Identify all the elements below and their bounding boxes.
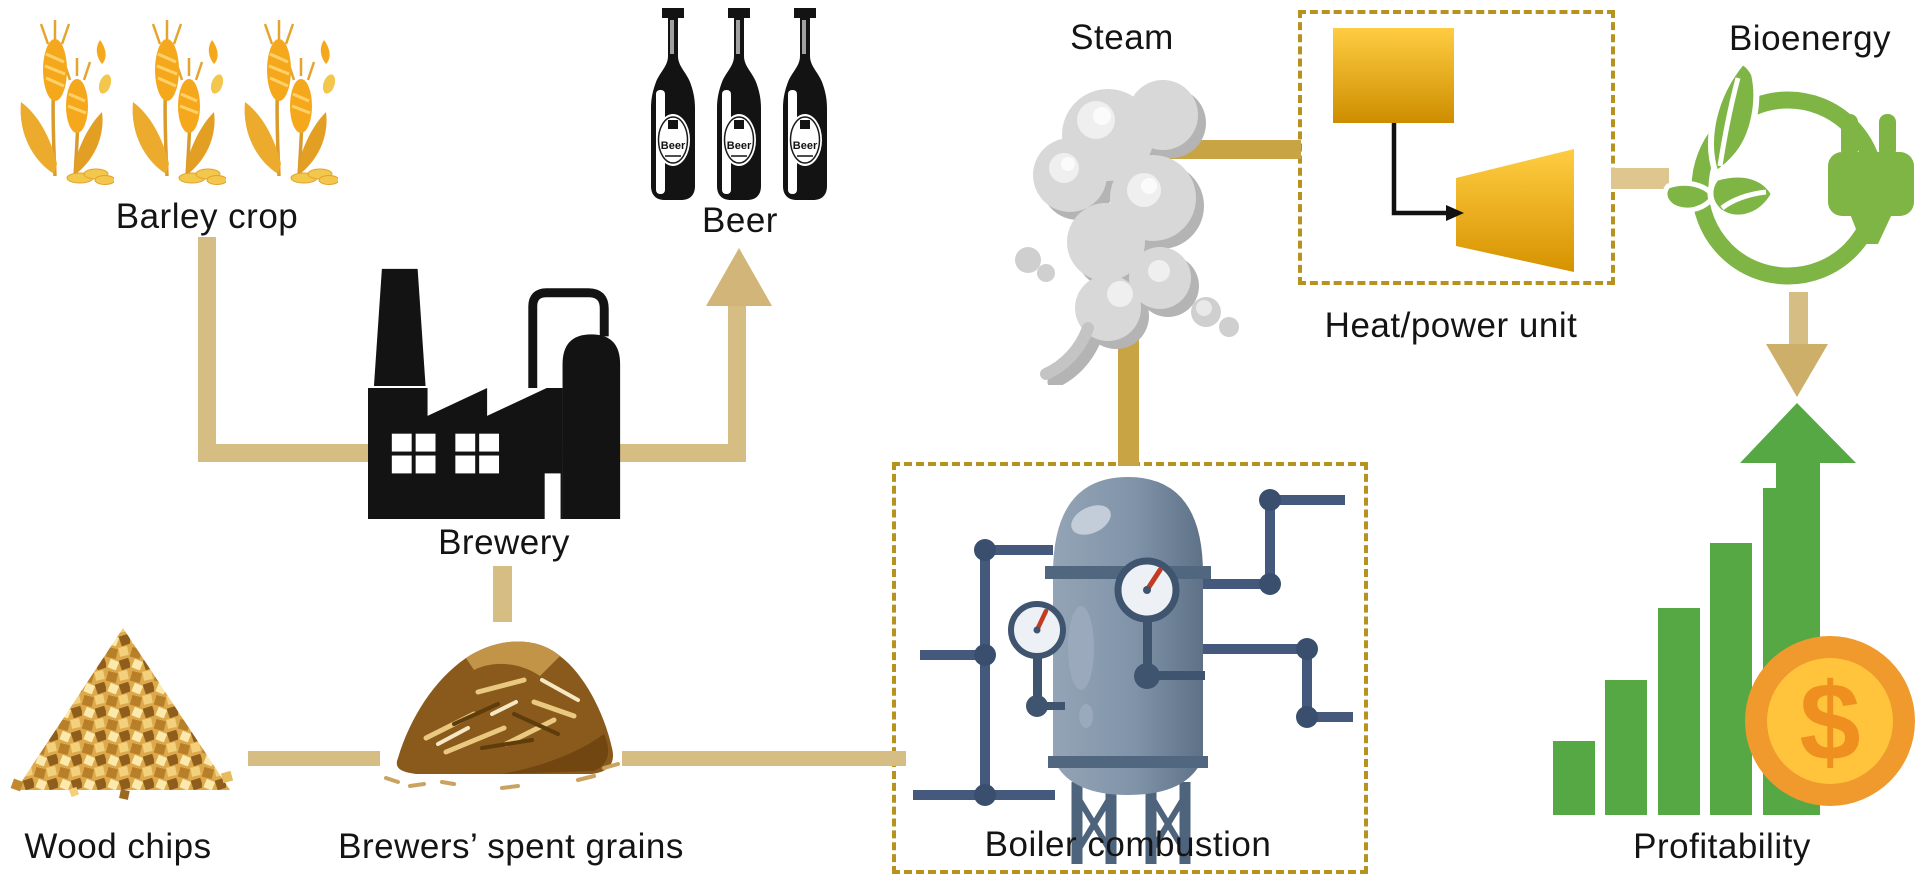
steam-cloud-icon [1015,80,1239,385]
barley-crop-label: Barley crop [115,197,299,236]
connector-grains-to-boiler [622,751,906,766]
brewery-label: Brewery [438,523,570,562]
arrow-down-to-profitability [1766,344,1828,397]
steam-label: Steam [1070,18,1174,57]
heat-power-unit-icon [1333,28,1574,272]
bottle-label-text: Beer [727,140,752,152]
bottle-label-text: Beer [661,140,686,152]
beer-label: Beer [702,201,778,240]
bioenergy-icon [1662,58,1914,285]
wood-chips-icon [10,628,234,800]
heat-block [1333,28,1454,123]
beer-bottle-icon: Beer [651,8,695,200]
boiler-gauge [1008,601,1066,717]
turbine-block [1456,149,1574,272]
barley-plant-icon [132,20,226,185]
barley-plant-icon [20,20,114,185]
profitability-label: Profitability [1633,827,1811,866]
connector-bioenergy-down-shaft [1789,292,1808,348]
plug-icon [1828,114,1914,244]
spent-grains-label: Brewers’ spent grains [338,827,684,866]
boiler-gauge [1114,557,1205,689]
boiler-combustion-label: Boiler combustion [984,825,1272,864]
connector-heatpower-to-bioenergy [1611,168,1669,189]
dollar-symbol: $ [1799,661,1860,784]
dollar-coin-icon: $ [1745,636,1915,806]
bottle-label-text: Beer [793,140,818,152]
profitability-icon: $ [1553,403,1915,815]
heat-power-label: Heat/power unit [1324,306,1578,345]
boiler-icon [913,477,1353,864]
bar-chart-icon [1553,488,1805,815]
boiler-legs [1071,782,1191,864]
brewery-factory-icon [368,268,621,520]
connector-brewery-to-grains [493,566,512,622]
arrow-up-to-beer [706,248,772,306]
wood-chips-label: Wood chips [24,827,212,866]
bioenergy-label: Bioenergy [1728,19,1892,58]
heat-to-turbine-arrow [1391,123,1446,216]
connector-brewery-to-beer-shaft [728,302,746,462]
beer-bottle-icon: Beer [783,8,827,200]
connector-woodchips-to-grains [248,751,380,766]
spent-grains-icon [384,641,620,790]
leaves-icon [1662,58,1778,221]
factory-windows [391,433,561,520]
barley-plant-icon [244,20,338,185]
beer-bottle-icon: Beer [717,8,761,200]
